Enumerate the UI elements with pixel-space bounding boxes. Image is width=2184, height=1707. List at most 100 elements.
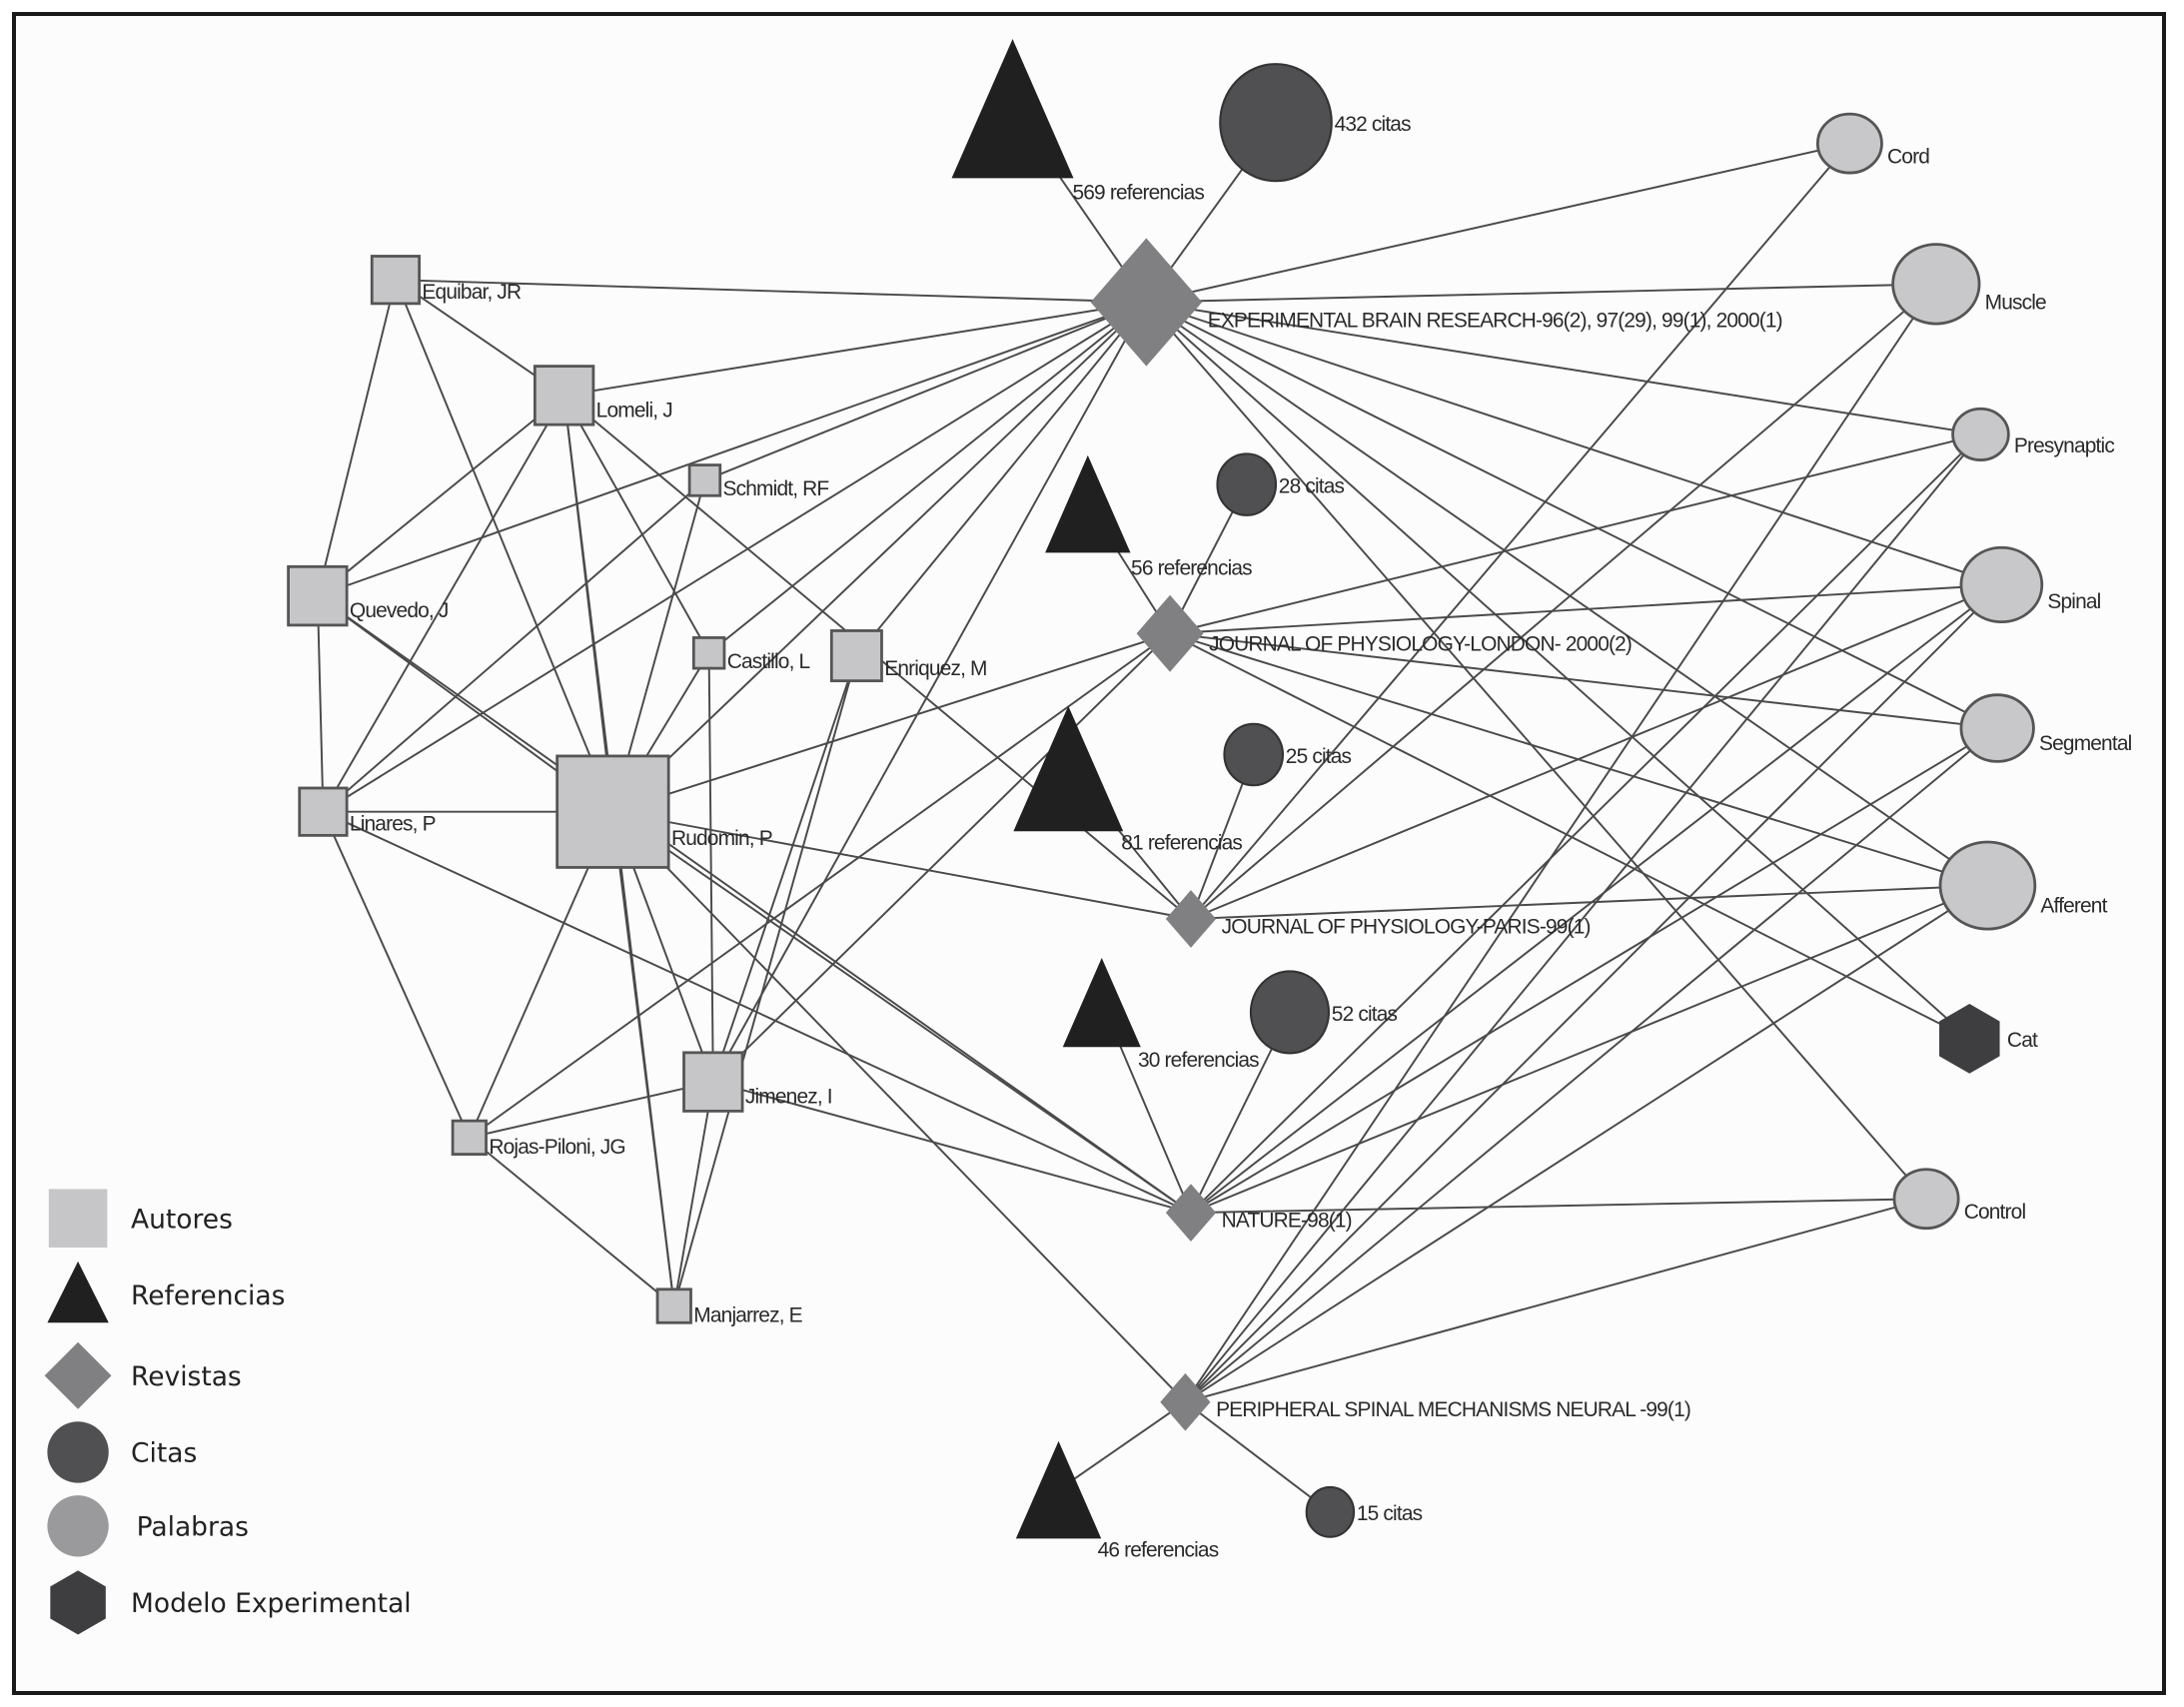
node-citation-cit28: 28 citas [1216,452,1345,516]
node-label: 28 citas [1279,474,1345,497]
node-label: Afferent [2040,894,2107,917]
square-icon [682,1051,744,1113]
edge-rojas-manjarrez [469,1137,675,1307]
light-circle-icon [1951,407,2010,461]
triangle-icon [47,1261,109,1323]
edge-ebr-cat [1145,301,1970,1040]
triangle-icon [1062,958,1141,1048]
node-reference-ref56: 56 referencias [1045,454,1253,580]
node-keyword-segmental: Segmental [1959,693,2132,763]
edge-nat-segmental [1190,727,1998,1214]
square-icon [655,1287,692,1324]
legend-label: Autores [131,1204,233,1235]
dark-circle-icon [1249,970,1331,1055]
edge-psm-segmental [1184,727,1998,1403]
edge-manjarrez-enriquez [672,655,858,1306]
edge-psm-control [1185,1198,1927,1403]
node-label: Muscle [1985,291,2046,314]
node-label: Cat [2007,1029,2038,1052]
legend-item-author: Autores [48,1189,233,1248]
light-circle-icon [1891,243,1981,326]
legend-item-citation: Citas [47,1421,197,1483]
square-icon [451,1119,488,1156]
dark-circle-icon [1219,63,1333,183]
node-author-castillo: Castillo, L [691,636,810,673]
node-label: Rudomin, P [671,827,772,850]
dark-circle-icon [1305,1485,1356,1538]
dark-circle-icon [1216,452,1278,516]
node-label: Jimenez, I [745,1086,832,1109]
square-icon [370,255,422,306]
edge-rudomin-psm [611,811,1187,1403]
node-label: NATURE-98(1) [1222,1210,1352,1233]
node-author-rojas: Rojas-Piloni, JG [451,1119,626,1159]
edge-jpp-afferent [1190,884,1988,920]
diamond-icon [1136,594,1204,672]
node-author-lomeli: Lomeli, J [533,365,673,427]
light-circle-icon [1892,1168,1960,1231]
edge-castillo-jimenez [707,652,714,1083]
edge-rudomin-jpl [612,632,1171,813]
edge-jimenez-ebr [711,302,1148,1083]
edge-jimenez-jpl [712,632,1171,1083]
node-citation-cit52: 52 citas [1249,970,1398,1055]
edge-nat-spinal [1190,583,2002,1214]
edge-jimenez-rojas [469,1081,714,1139]
node-keyword-muscle: Muscle [1891,243,2047,326]
square-icon [48,1189,108,1248]
edge-nat-presyn [1190,433,1982,1214]
node-citation-cit432: 432 citas [1219,63,1412,183]
square-icon [687,463,722,497]
node-label: 46 referencias [1098,1538,1219,1561]
legend-label: Citas [131,1438,197,1469]
node-reference-ref30: 30 referencias [1062,958,1260,1072]
node-label: EXPERIMENTAL BRAIN RESEARCH-96(2), 97(29… [1208,310,1782,333]
node-author-schmidt: Schmidt, RF [687,463,829,500]
legend-item-keyword: Palabras [47,1495,249,1557]
node-label: JOURNAL OF PHYSIOLOGY-PARIS-99(1) [1222,915,1591,938]
node-label: 15 citas [1357,1502,1423,1525]
node-keyword-cord: Cord [1815,112,1930,175]
edge-rudomin-ebr [611,301,1148,813]
diamond-icon [1165,890,1217,948]
edge-linares-ebr [322,301,1147,813]
diamond-icon [1165,1184,1217,1242]
edge-ref46-psm [1057,1400,1186,1491]
edge-jpl-cat [1169,632,1970,1040]
square-icon [298,786,349,837]
edge-psm-muscle [1184,283,1937,1403]
square-icon [533,365,595,427]
edge-jpp-muscle [1190,283,1937,920]
node-label: Equibar, JR [422,281,522,304]
edge-jpp-cord [1190,142,1851,920]
node-keyword-spinal: Spinal [1959,545,2102,624]
edge-ebr-muscle [1146,283,1936,304]
triangle-icon [951,39,1074,179]
triangle-icon [1045,454,1131,553]
edge-ebr-cord [1146,142,1850,304]
dark-circle-icon [1223,722,1285,787]
edge-ebr-segmental [1145,301,1998,729]
node-label: 432 citas [1335,113,1412,136]
edge-quevedo-nat [317,594,1192,1214]
node-label: Presynaptic [2014,434,2114,457]
legend-label: Palabras [137,1512,249,1543]
edge-ebr-afferent [1145,301,1988,887]
legend-item-model: Modelo Experimental [50,1570,412,1635]
edge-schmidt-ebr [704,301,1147,481]
light-circle-icon [1938,840,2037,931]
edge-ebr-presyn [1146,301,1981,435]
edge-quevedo-ebr [317,301,1147,597]
node-reference-ref569: 569 referencias [951,39,1205,204]
edge-enriquez-jimenez [711,655,858,1083]
node-label: Rojas-Piloni, JG [489,1136,625,1159]
node-journal-ebr: EXPERIMENTAL BRAIN RESEARCH-96(2), 97(29… [1090,238,1783,367]
node-keyword-afferent: Afferent [1938,840,2108,931]
node-author-manjarrez: Manjarrez, E [655,1287,803,1326]
node-label: Quevedo, J [350,599,449,622]
edge-jpl-presyn [1169,432,1981,635]
node-keyword-control: Control [1892,1168,2026,1231]
node-label: Control [1964,1201,2026,1224]
edge-psm-afferent [1184,884,1988,1403]
legend-item-journal: Revistas [44,1341,242,1409]
